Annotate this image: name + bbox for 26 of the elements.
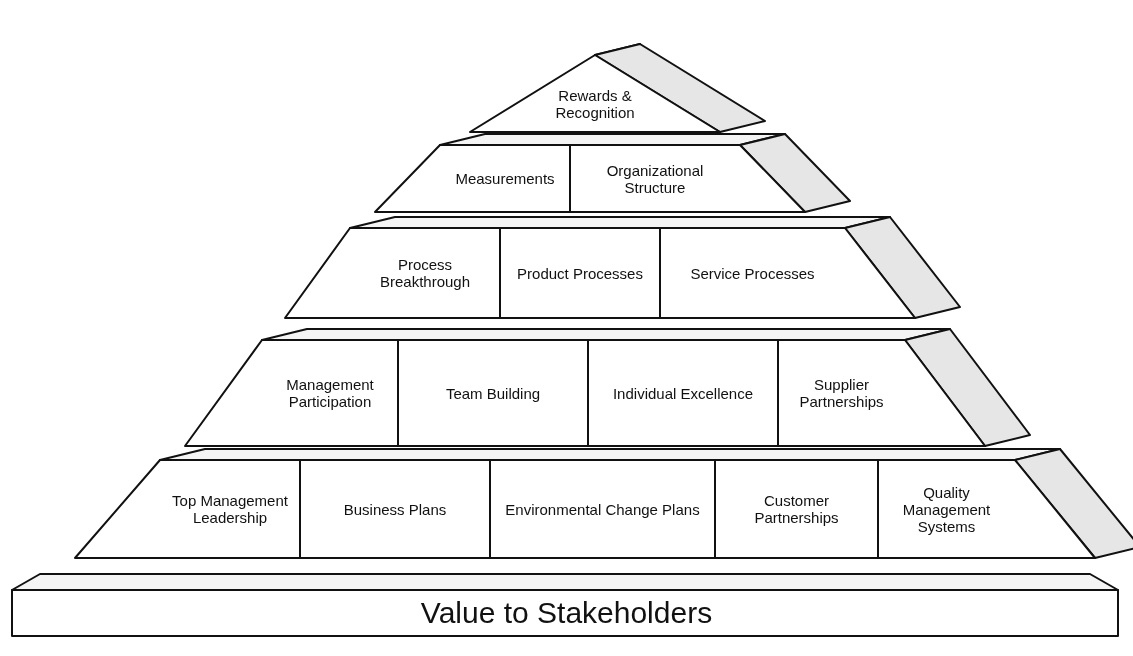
block-label: Environmental Change Plans (504, 500, 701, 518)
block-label: Value to Stakeholders (419, 596, 714, 630)
pyramid-block (75, 460, 300, 558)
pyramid-block (470, 55, 720, 132)
block-label: Quality Management Systems (901, 483, 992, 535)
pyramid-block (878, 460, 1095, 558)
pyramid-block (375, 145, 570, 212)
block-label: Individual Excellence (611, 384, 755, 402)
block-label: Measurements (454, 170, 556, 187)
block-label: Business Plans (342, 500, 448, 518)
block-label: Top Management Leadership (171, 492, 289, 526)
block-label: Product Processes (516, 264, 644, 282)
block-label: Customer Partnerships (753, 492, 840, 526)
pyramid-block (570, 145, 805, 212)
pyramid-block (660, 228, 915, 318)
block-label: Process Breakthrough (378, 256, 472, 290)
block-label: Rewards & Recognition (554, 86, 636, 121)
block-label: Management Participation (285, 376, 375, 410)
block-label: Service Processes (689, 264, 816, 282)
block-label: Supplier Partnerships (798, 376, 885, 410)
pyramid-block (778, 340, 985, 446)
block-label: Team Building (444, 384, 542, 402)
pyramid-block (185, 340, 398, 446)
block-label: Organizational Structure (605, 161, 705, 196)
pyramid-block (12, 590, 1118, 636)
pyramid-block (285, 228, 500, 318)
